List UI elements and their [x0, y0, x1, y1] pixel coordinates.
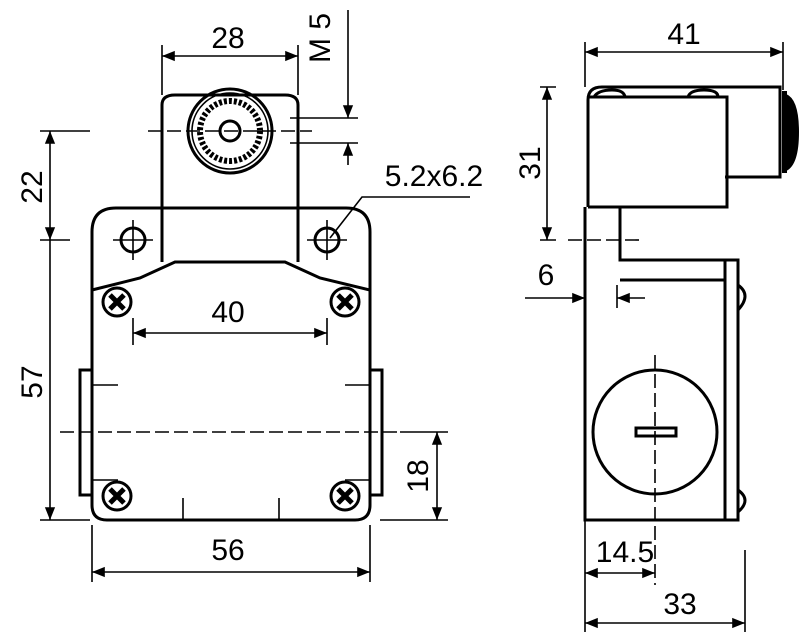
screw-icon: [101, 286, 361, 512]
dim-thread: M 5: [304, 13, 337, 63]
dim-side-depth-body: 33: [663, 588, 696, 621]
dim-screw-spacing: 40: [211, 296, 244, 329]
side-head: [586, 85, 782, 207]
flange-plate: [90, 206, 372, 290]
dim-side-depth-total: 41: [667, 18, 700, 51]
side-view: [568, 85, 800, 585]
side-dimensions: 41 31 6 14.5 33: [514, 18, 784, 632]
dim-slot-hole: 5.2x6.2: [385, 160, 483, 193]
dim-body-width: 56: [211, 534, 244, 567]
dim-side-head-height: 31: [514, 146, 547, 179]
mounting-hole-icon: [113, 220, 347, 260]
cap-icon: [782, 91, 800, 173]
dim-head-height: 22: [16, 170, 49, 203]
dim-side-offset: 6: [538, 259, 555, 292]
dim-roller-width: 28: [211, 22, 244, 55]
dim-key-offset: 14.5: [596, 536, 654, 569]
dim-body-height: 57: [16, 365, 49, 398]
roller-head: [160, 93, 300, 208]
body: [90, 260, 372, 522]
front-view: [40, 87, 400, 522]
dim-tab-offset: 18: [402, 459, 435, 492]
front-dimensions: 28 M 5 22 57 5.2x6.2 40 18 56: [16, 10, 483, 582]
